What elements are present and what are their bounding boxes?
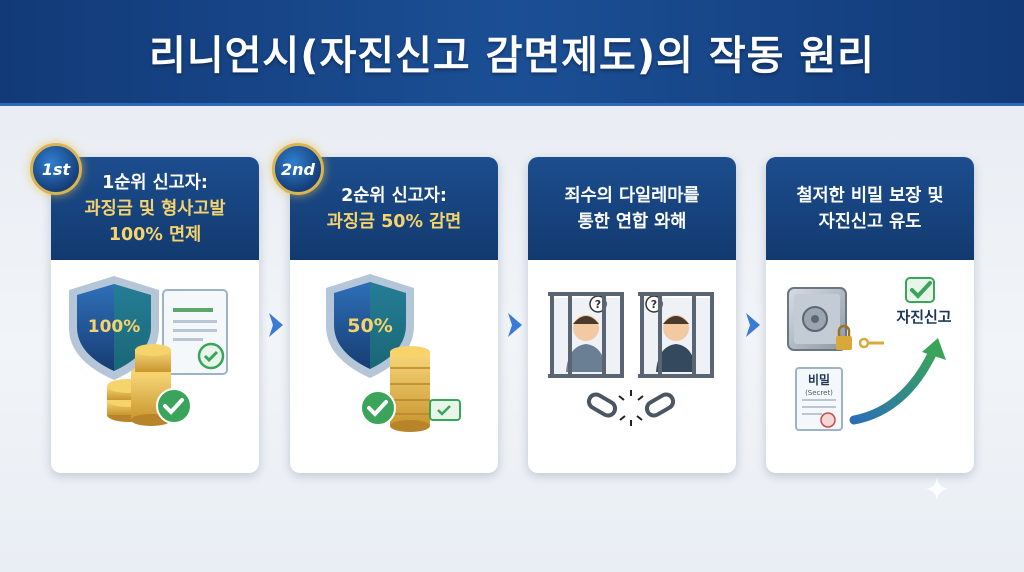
card-line: 과징금 및 형사고발	[84, 198, 226, 219]
card-line: 100% 면제	[108, 224, 202, 245]
shield-value-label: 100%	[88, 317, 141, 337]
card-header: 죄수의 다일레마를 통한 연합 와해	[528, 157, 736, 260]
report-label: 자진신고	[896, 308, 951, 326]
shield-value-label: 50%	[347, 315, 392, 337]
shield-coins-illustration: 50%	[326, 274, 461, 432]
card-line: 철저한 비밀 보장 및	[796, 185, 944, 206]
safe-icon	[787, 287, 847, 351]
card-first-reporter: 1순위 신고자: 과징금 및 형사고발 100% 면제	[51, 157, 259, 473]
card-line: 1순위 신고자:	[102, 172, 208, 193]
svg-text:?: ?	[651, 298, 657, 311]
card-header: 2순위 신고자: 과징금 50% 감면	[290, 157, 498, 260]
card-illustration: ? ?	[528, 260, 736, 473]
page-title: 리니언시(자진신고 감면제도)의 작동 원리	[149, 32, 875, 79]
jail-bars-icon	[548, 292, 624, 378]
shield-coins-document-illustration: 100%	[69, 276, 228, 426]
chevron-right-icon	[508, 313, 522, 337]
check-badge-icon	[905, 277, 935, 303]
chevron-right-icon	[746, 313, 760, 337]
card-line: 통한 연합 와해	[577, 211, 687, 232]
jail-bars-icon	[638, 292, 714, 378]
coin-stack-icon	[390, 346, 430, 432]
prisoners-illustration: ? ?	[548, 292, 714, 426]
shield-icon	[69, 276, 159, 380]
card-header: 1순위 신고자: 과징금 및 형사고발 100% 면제	[51, 157, 259, 260]
card-prisoners-dilemma: 죄수의 다일레마를 통한 연합 와해 ?	[528, 157, 736, 473]
ticket-icon	[429, 399, 461, 421]
sparkle-icon	[925, 477, 949, 501]
card-illustration: 비밀 (Secret) 자진신고	[766, 260, 974, 473]
secret-document-subtitle: (Secret)	[805, 389, 833, 397]
card-header: 철저한 비밀 보장 및 자진신고 유도	[766, 157, 974, 260]
document-icon	[162, 289, 228, 375]
prisoner-icon: ?	[550, 295, 622, 374]
rank-badge-first: 1st	[30, 143, 82, 195]
card-line: 죄수의 다일레마를	[564, 185, 700, 206]
padlock-key-icon	[836, 324, 884, 350]
break-spark-icon	[618, 390, 644, 426]
chevron-right-icon	[269, 313, 283, 337]
card-line: 2순위 신고자:	[341, 185, 447, 206]
svg-text:?: ?	[595, 298, 601, 311]
card-line: 과징금 50% 감면	[326, 211, 462, 232]
secret-document-title: 비밀	[808, 372, 830, 387]
card-illustration: 50%	[290, 260, 498, 473]
upward-arrow-icon	[849, 338, 946, 425]
secret-document-icon	[795, 367, 843, 431]
card-line: 자진신고 유도	[818, 211, 922, 232]
prisoner-icon: ?	[640, 295, 712, 374]
card-illustration: 100%	[51, 260, 259, 473]
check-circle-icon	[156, 388, 192, 424]
broken-chain-icon	[586, 392, 676, 418]
check-circle-icon	[360, 390, 396, 426]
rank-badge-second: 2nd	[272, 143, 324, 195]
safe-report-illustration: 비밀 (Secret) 자진신고	[787, 277, 952, 431]
title-banner: 리니언시(자진신고 감면제도)의 작동 원리	[0, 0, 1024, 106]
card-second-reporter: 2순위 신고자: 과징금 50% 감면 50%	[290, 157, 498, 473]
card-confidentiality: 철저한 비밀 보장 및 자진신고 유도	[766, 157, 974, 473]
